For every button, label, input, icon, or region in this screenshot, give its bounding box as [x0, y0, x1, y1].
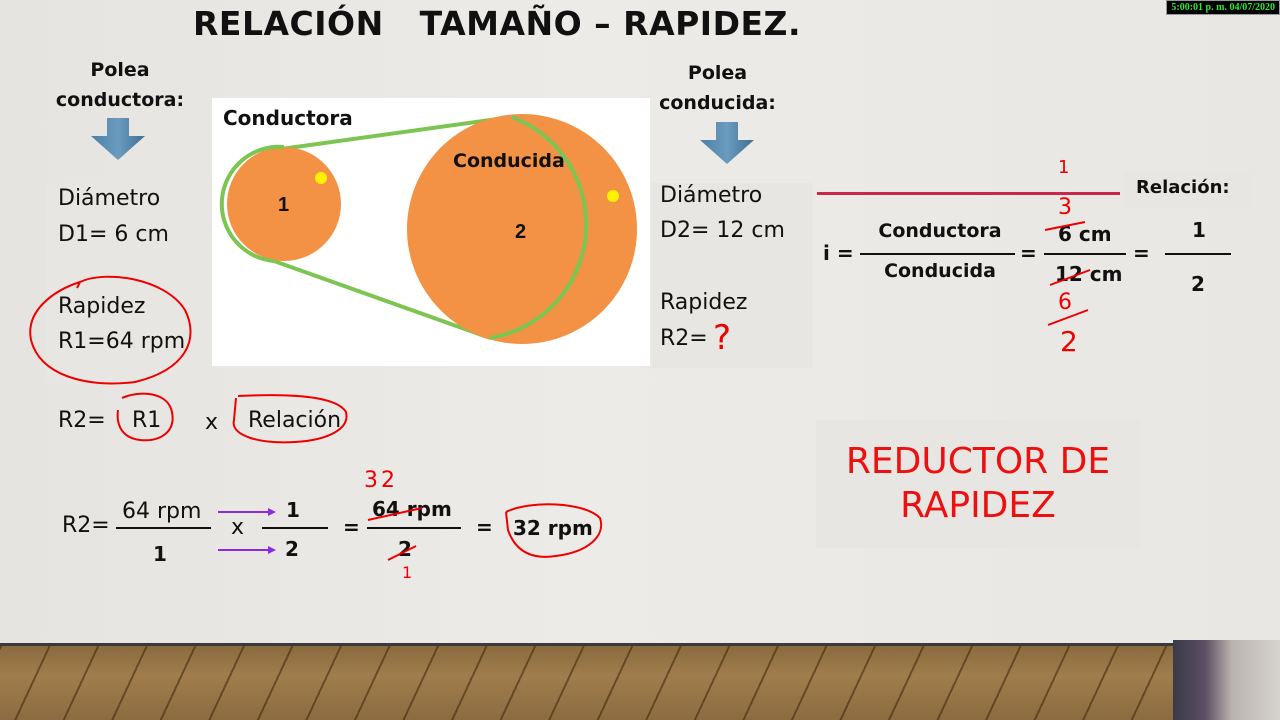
fraction-bar — [1165, 253, 1231, 255]
equals-sign: = — [343, 515, 360, 539]
ratio-den-value: 12 cm — [1055, 262, 1123, 286]
handwritten-strikes-calc — [367, 503, 603, 561]
fraction-bar — [860, 253, 1015, 255]
driver-diameter-value: D1= 6 cm — [58, 222, 169, 247]
calc-frac3-den: 2 — [398, 537, 412, 561]
conclusion-line1: REDUCTOR DE — [845, 441, 1111, 482]
marker-dot-large — [607, 190, 619, 202]
driven-diameter-value: D2= 12 cm — [660, 218, 785, 243]
driven-speed-value: R2= — [660, 326, 708, 351]
calc-lhs: R2= — [62, 513, 110, 538]
handwritten-1-below: 1 — [402, 563, 413, 582]
conclusion-line2: RAPIDEZ — [900, 485, 1056, 526]
driver-speed-value: R1=64 rpm — [58, 329, 186, 354]
handwritten-strikes — [1044, 221, 1091, 326]
formula-multiply: x — [205, 410, 219, 435]
ratio-label: Relación: — [1136, 177, 1230, 198]
fraction-bar — [367, 527, 461, 529]
calc-frac2-den: 2 — [285, 537, 299, 561]
handwritten-32: 32 — [364, 468, 398, 493]
formula-lhs: R2= — [58, 408, 106, 433]
fraction-bar — [1044, 253, 1126, 255]
equals-sign: = — [476, 515, 493, 539]
driven-diameter-label: Diámetro — [660, 183, 763, 208]
calc-frac2-num: 1 — [286, 498, 300, 522]
recording-timestamp: 5:00:01 p. m. 04/07/2020 — [1166, 0, 1280, 15]
ratio-i-symbol: i = — [823, 241, 854, 265]
calc-multiply: x — [231, 515, 245, 540]
small-pulley-number: 1 — [278, 194, 290, 216]
driver-pulley-header: Polea conductora: — [55, 59, 185, 111]
ratio-denominator: Conducida — [884, 260, 996, 282]
arrow-down-icon — [91, 118, 145, 160]
handwritten-question-mark: ? — [713, 318, 732, 358]
result-numerator: 1 — [1192, 218, 1206, 242]
slide-title: RELACIÓN TAMAÑO – RAPIDEZ. — [193, 4, 801, 43]
handwritten-3: 3 — [1058, 195, 1072, 220]
divider-line — [817, 192, 1120, 195]
calc-frac1-num: 64 rpm — [122, 499, 202, 524]
result-denominator: 2 — [1191, 272, 1205, 296]
formula-ratio: Relación — [248, 408, 342, 433]
fraction-bar — [262, 527, 328, 529]
presenter-webcam — [1173, 640, 1280, 720]
diagram-title: Conductora — [223, 106, 353, 130]
driven-speed-label: Rapidez — [660, 290, 748, 315]
handwritten-circle-r1 — [29, 275, 192, 385]
calc-frac1-den: 1 — [153, 542, 167, 566]
handwritten-2: 2 — [1060, 325, 1078, 358]
ratio-label-box — [1124, 172, 1252, 208]
calc-result: 32 rpm — [513, 516, 593, 540]
driven-pulley-info — [652, 183, 812, 368]
marker-dot-small — [315, 172, 327, 184]
formula-r1: R1 — [132, 408, 162, 433]
equals-sign: = — [1020, 241, 1037, 265]
handwritten-circles-formula — [116, 392, 348, 444]
pulley-diagram: Conductora 1 Conducida 2 — [212, 98, 650, 366]
handwritten-1: 1 — [1058, 157, 1070, 178]
driver-speed-label: Rapidez — [58, 294, 146, 319]
driver-diameter-label: Diámetro — [58, 186, 161, 211]
belt-drive-illustration — [219, 114, 637, 344]
fraction-bar — [116, 527, 211, 529]
speed-reducer-conclusion: REDUCTOR DE RAPIDEZ — [816, 420, 1140, 548]
large-pulley-number: 2 — [515, 221, 527, 243]
purple-arrows — [218, 508, 276, 554]
driven-pulley-header: Polea conducida: — [659, 62, 776, 114]
ratio-numerator: Conductora — [878, 220, 1002, 242]
handwritten-6: 6 — [1058, 290, 1072, 315]
equals-sign: = — [1133, 241, 1150, 265]
wooden-floor-background — [0, 643, 1280, 720]
large-pulley-label: Conducida — [453, 150, 565, 172]
arrow-down-icon — [700, 122, 754, 164]
